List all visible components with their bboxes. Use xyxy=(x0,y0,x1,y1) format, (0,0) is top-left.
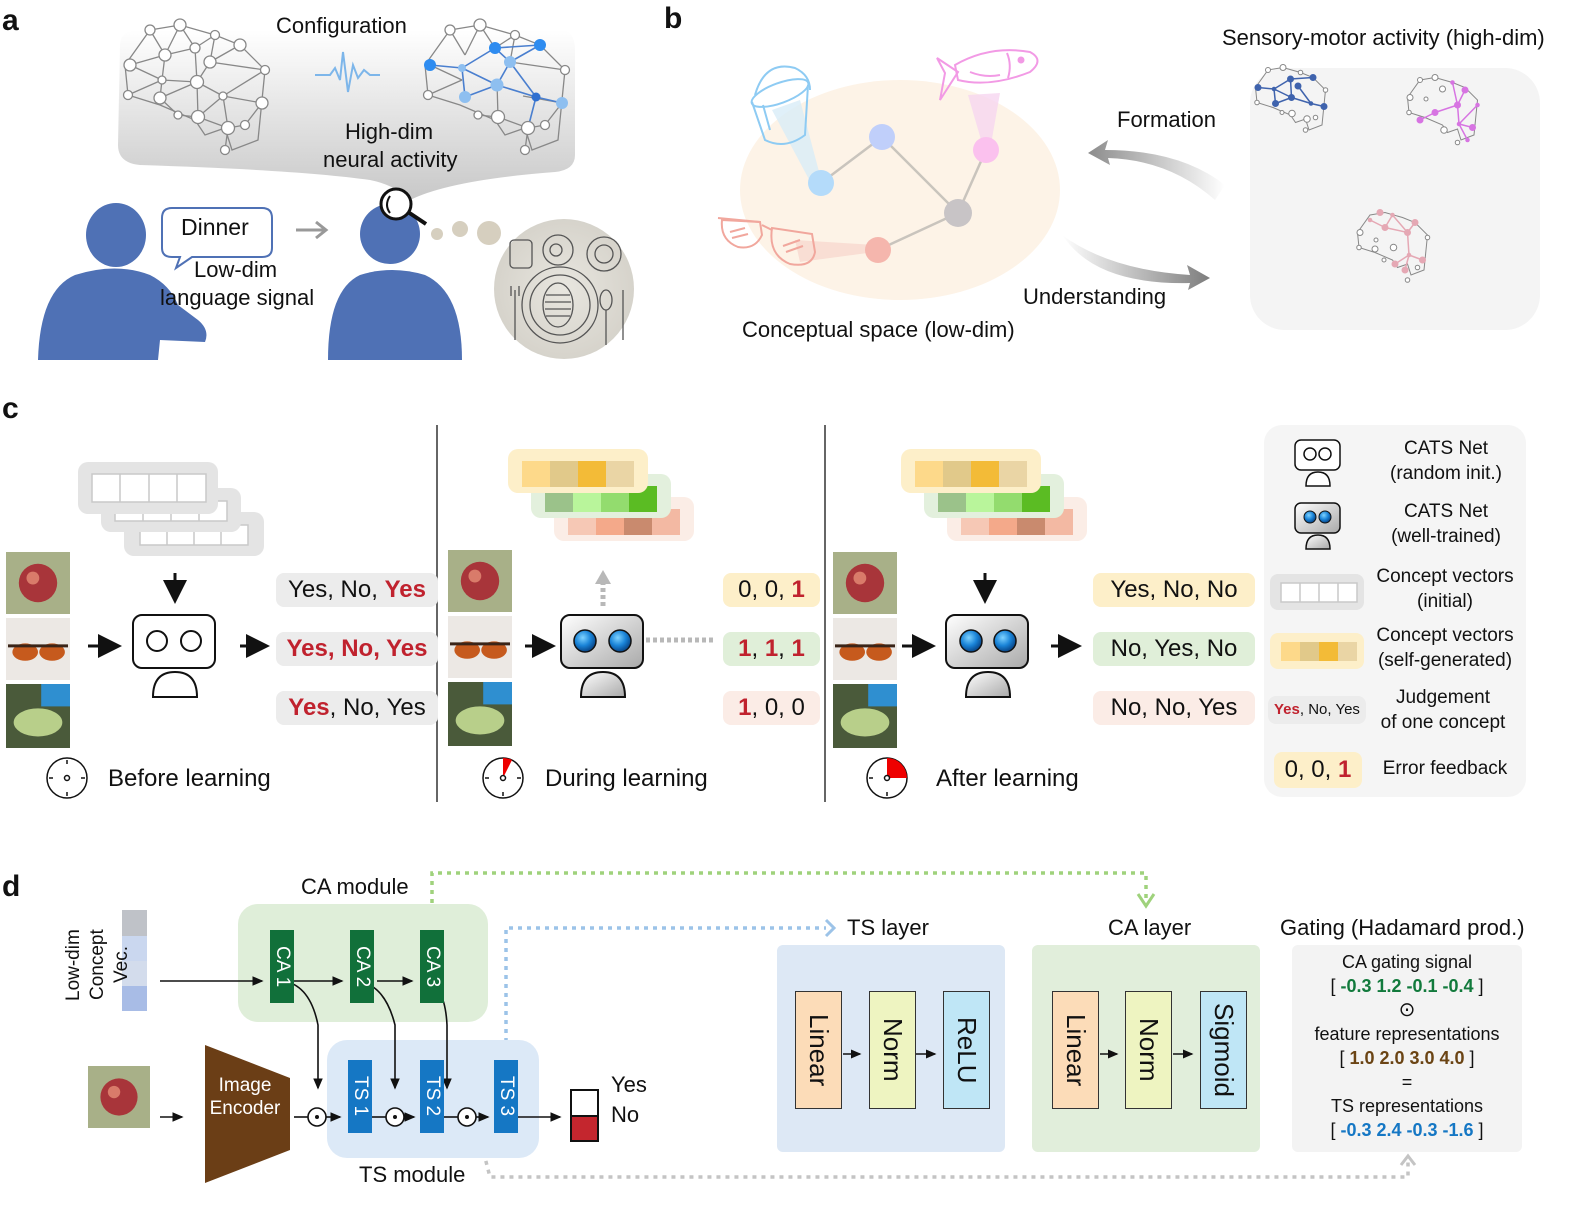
stage-output-pill: Yes, No, Yes xyxy=(276,573,438,607)
legend-label: Concept vectors(self-generated) xyxy=(1376,625,1514,671)
legend-label: Error feedback xyxy=(1382,758,1508,779)
stage-output-pill: No, Yes, No xyxy=(1093,632,1255,666)
legend-error-feedback-sample: 0, 0, 1 xyxy=(1274,752,1362,788)
ts-block-1: TS 1 xyxy=(348,1060,372,1133)
dinner-plate-icon xyxy=(494,219,634,359)
panel-d-label: d xyxy=(2,870,21,903)
output-yes-label: Yes xyxy=(611,1072,647,1097)
error-judgement: Yes xyxy=(384,576,426,603)
ca-layer-sigmoid: Sigmoid xyxy=(1200,991,1247,1109)
language-signal-label: language signal xyxy=(160,285,315,310)
stage-output-pill: 1, 0, 0 xyxy=(723,691,820,725)
stage-output-pill: Yes, No, Yes xyxy=(276,632,438,666)
stage-output-pill: 0, 0, 1 xyxy=(723,573,820,607)
ca-signal-label: CA gating signal xyxy=(1341,952,1473,972)
equals-sign: = xyxy=(1401,1072,1413,1092)
error-judgement: 1 xyxy=(764,635,779,662)
thought-cloud xyxy=(118,30,575,200)
understanding-label: Understanding xyxy=(1023,284,1167,309)
judgement-text: , 0, 0 xyxy=(751,694,805,721)
stage-output-pill: 1, 1, 1 xyxy=(723,632,820,666)
thought-dot-medium xyxy=(452,221,468,237)
sensory-motor-title: Sensory-motor activity (high-dim) xyxy=(1222,25,1545,50)
thought-dot-large xyxy=(477,221,501,245)
judgement-text: , xyxy=(751,635,765,662)
ca-signal-vector: [ -0.3 1.2 -0.1 -0.4 ] xyxy=(1330,976,1484,996)
error-judgement: 1 xyxy=(791,576,805,603)
magnifier-icon xyxy=(379,187,428,226)
legend-label: CATS Net(well-trained) xyxy=(1391,501,1501,547)
ca-block-2: CA 2 xyxy=(350,930,374,1003)
panel-c-label: c xyxy=(2,392,19,425)
brain-network-right-activated-icon xyxy=(422,18,571,156)
ca-layer-linear: Linear xyxy=(1052,991,1099,1109)
configuration-label: Configuration xyxy=(276,13,407,38)
ts-rep-vector: [ -0.3 2.4 -0.3 -1.6 ] xyxy=(1330,1120,1484,1140)
judgement-text: Yes, No, No xyxy=(1110,576,1238,603)
ts-layer-title: TS layer xyxy=(847,915,929,940)
ts-layer-relu: ReLU xyxy=(943,991,990,1109)
judgement-text: , No, Yes xyxy=(329,694,426,721)
gating-content: CA gating signal [ -0.3 1.2 -0.1 -0.4 ] … xyxy=(1292,950,1522,1142)
judgement-text: No, No, Yes xyxy=(1110,694,1238,721)
conceptual-space-label: Conceptual space (low-dim) xyxy=(742,317,1015,342)
brain-network-left-icon xyxy=(122,18,271,156)
error-judgement: 1 xyxy=(738,635,752,662)
speech-bubble xyxy=(161,207,273,271)
dinner-word: Dinner xyxy=(181,214,249,240)
ca-block-1: CA 1 xyxy=(270,930,294,1003)
stage-caption-after: After learning xyxy=(936,765,1079,792)
legend-label: CATS Net(random init.) xyxy=(1390,438,1502,484)
feature-vector: [ 1.0 2.0 3.0 4.0 ] xyxy=(1339,1048,1475,1068)
listener-person-icon xyxy=(328,204,462,360)
ts-block-2: TS 2 xyxy=(420,1060,444,1133)
low-dim-label: Low-dim xyxy=(194,257,278,282)
speaker-person-icon xyxy=(38,203,207,360)
error-judgement: 1 xyxy=(791,635,805,662)
gating-title: Gating (Hadamard prod.) xyxy=(1280,915,1525,940)
thought-dot-small xyxy=(431,228,443,240)
stage-caption-during: During learning xyxy=(545,765,708,792)
judgement-text: Yes, No, xyxy=(288,576,385,603)
output-no-label: No xyxy=(611,1102,640,1127)
high-dim-label: High-dim xyxy=(345,119,434,144)
ca-layer-norm: Norm xyxy=(1125,991,1172,1109)
error-judgement: 1 xyxy=(738,694,752,721)
feature-label: feature representations xyxy=(1314,1024,1500,1044)
judgement-text: 0, 0, xyxy=(738,576,792,603)
panel-a-label: a xyxy=(2,4,19,37)
ts-module-label: TS module xyxy=(359,1162,466,1187)
error-judgement: Yes xyxy=(288,694,330,721)
stage-output-pill: Yes, No, No xyxy=(1093,573,1255,607)
right-arrow-icon xyxy=(296,220,329,240)
legend-label: Concept vectors(initial) xyxy=(1376,566,1514,612)
judgement-text: No, Yes, No xyxy=(1110,635,1238,662)
formation-label: Formation xyxy=(1117,107,1217,132)
ts-layer-norm: Norm xyxy=(869,991,916,1109)
ca-block-3: CA 3 xyxy=(420,930,444,1003)
ca-module-label: CA module xyxy=(301,874,409,899)
panel-b-label: b xyxy=(664,2,683,35)
ts-rep-label: TS representations xyxy=(1330,1096,1484,1116)
ts-block-3: TS 3 xyxy=(494,1060,518,1133)
ts-layer-linear: Linear xyxy=(795,991,842,1109)
legend-judgement-sample: Yes, No, Yes xyxy=(1268,696,1366,724)
stage-output-pill: No, No, Yes xyxy=(1093,691,1255,725)
ca-layer-title: CA layer xyxy=(1108,915,1192,940)
stage-output-pill: Yes, No, Yes xyxy=(276,691,438,725)
neural-signal-wave-icon xyxy=(315,51,380,93)
neural-activity-label: neural activity xyxy=(323,147,458,172)
judgement-text: , xyxy=(778,635,792,662)
error-judgement: Yes, No, Yes xyxy=(286,635,428,662)
hadamard-operator: ⊙ xyxy=(1398,999,1416,1021)
stage-caption-before: Before learning xyxy=(108,765,271,792)
